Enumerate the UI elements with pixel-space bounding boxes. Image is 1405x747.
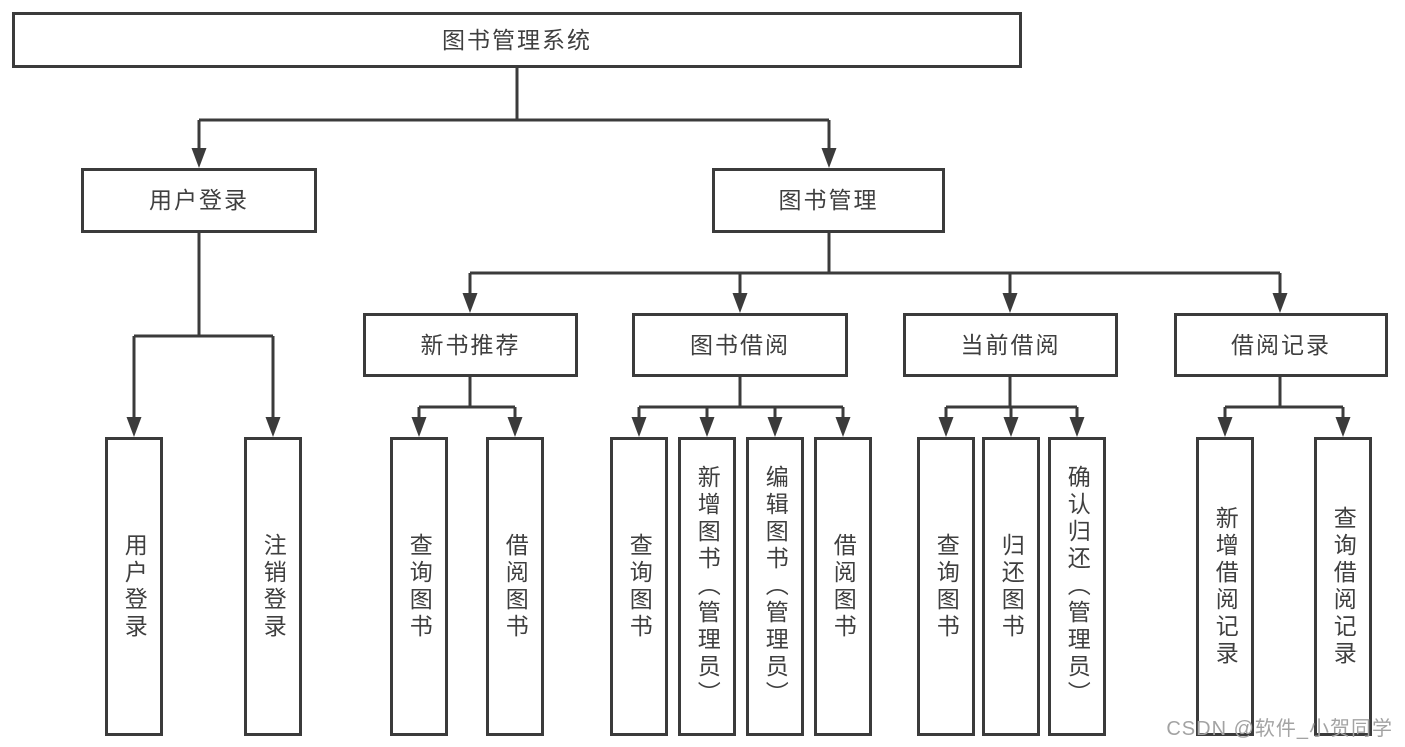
leaf-query-books-2: 查询图书 [610, 437, 668, 736]
arrowhead [835, 417, 851, 437]
leaf-edit-books-admin: 编辑图书（管理员） [746, 437, 804, 736]
edge-current-borrow-to-leaves [938, 376, 1085, 437]
leaf-query-books-1: 查询图书 [390, 437, 448, 736]
leaf-borrow-books-1: 借阅图书 [486, 437, 544, 736]
edge-book-borrow-to-leaves [631, 376, 851, 437]
leaf-logout: 注销登录 [244, 437, 302, 736]
node-book-borrow: 图书借阅 [632, 313, 848, 377]
leaf-return-books: 归还图书 [982, 437, 1040, 736]
leaf-user-login: 用户登录 [105, 437, 163, 736]
edge-user-login-to-leaves [126, 233, 281, 437]
node-new-book-recommend: 新书推荐 [363, 313, 578, 377]
arrowhead [507, 417, 523, 437]
arrowhead [821, 148, 837, 168]
arrowhead [631, 417, 647, 437]
arrowhead [938, 417, 954, 437]
edge-book-management-to-level2 [462, 233, 1288, 313]
leaf-query-books-3: 查询图书 [917, 437, 975, 736]
node-current-borrow: 当前借阅 [903, 313, 1118, 377]
edge-root-to-level1 [191, 66, 837, 168]
arrowhead [1003, 417, 1019, 437]
arrowhead [732, 293, 748, 313]
arrowhead [191, 148, 207, 168]
arrowhead [265, 417, 281, 437]
arrowhead [462, 293, 478, 313]
leaf-borrow-books-2: 借阅图书 [814, 437, 872, 736]
node-user-login: 用户登录 [81, 168, 317, 233]
arrowhead [411, 417, 427, 437]
arrowhead [1272, 293, 1288, 313]
arrowhead [767, 417, 783, 437]
arrowhead [126, 417, 142, 437]
leaf-add-books-admin: 新增图书（管理员） [678, 437, 736, 736]
leaf-confirm-return-admin: 确认归还（管理员） [1048, 437, 1106, 736]
leaf-query-borrow-record: 查询借阅记录 [1314, 437, 1372, 736]
edge-new-book-rec-to-leaves [411, 376, 523, 437]
arrowhead [1217, 417, 1233, 437]
csdn-watermark: CSDN @软件_小贺同学 [1166, 718, 1393, 740]
arrowhead [1069, 417, 1085, 437]
node-root-system-title: 图书管理系统 [12, 12, 1022, 68]
edge-borrow-records-to-leaves [1217, 376, 1351, 437]
node-book-management: 图书管理 [712, 168, 945, 233]
arrowhead [699, 417, 715, 437]
arrowhead [1002, 293, 1018, 313]
leaf-add-borrow-record: 新增借阅记录 [1196, 437, 1254, 736]
node-borrow-records: 借阅记录 [1174, 313, 1388, 377]
arrowhead [1335, 417, 1351, 437]
